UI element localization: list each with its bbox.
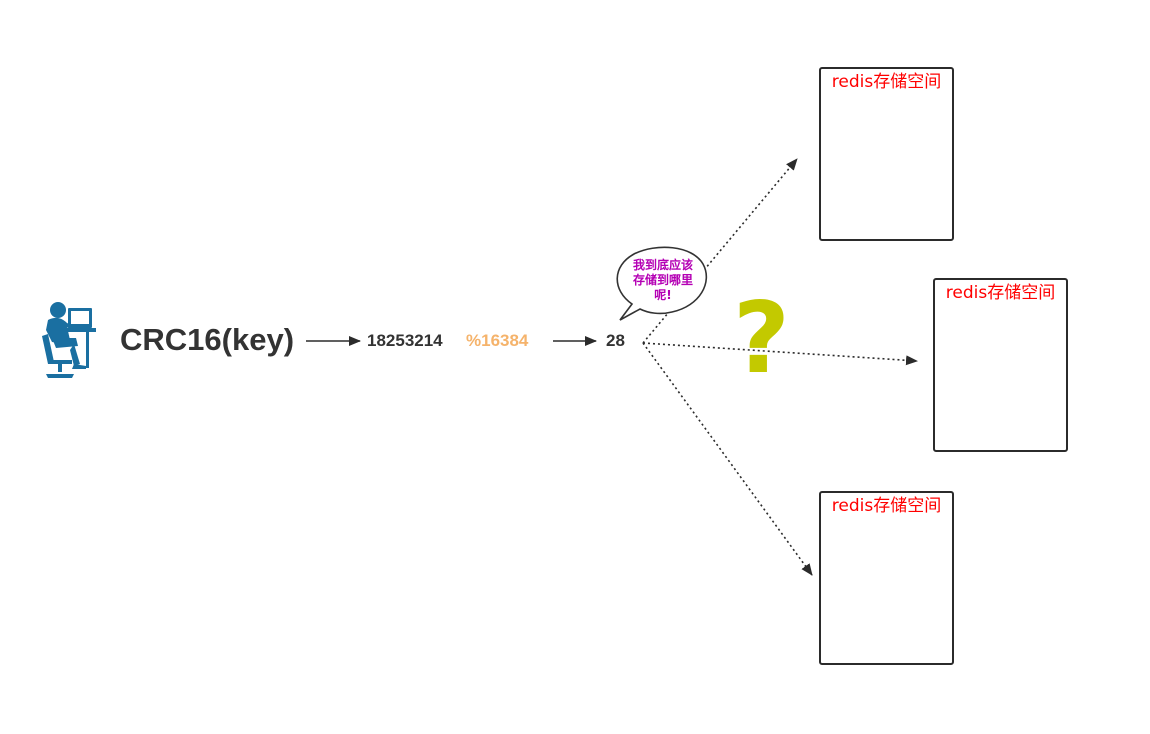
slot-number: 28 [606, 331, 625, 350]
speech-bubble [616, 246, 708, 321]
hash-value: 18253214 [367, 331, 443, 350]
crc16-formula: CRC16(key) [120, 322, 295, 357]
speech-bubble-line: 呢! [654, 288, 672, 302]
user-at-computer-icon [42, 302, 96, 378]
redis-storage-node: redis存储空间 [819, 67, 954, 241]
modulo-operation: %16384 [466, 331, 529, 350]
storage-node-label: redis存储空间 [831, 72, 942, 92]
redis-storage-node: redis存储空间 [819, 491, 954, 665]
storage-node-label: redis存储空间 [945, 283, 1056, 303]
question-mark: ? [733, 282, 790, 396]
speech-bubble-line: 我到底应该 [632, 258, 693, 272]
speech-bubble-text: 我到底应该 存储到哪里 呢! [620, 258, 706, 303]
redis-storage-node: redis存储空间 [933, 278, 1068, 452]
storage-node-label: redis存储空间 [831, 496, 942, 516]
speech-bubble-line: 存储到哪里 [632, 273, 693, 287]
dotted-arrow-to-node-2 [642, 342, 918, 366]
